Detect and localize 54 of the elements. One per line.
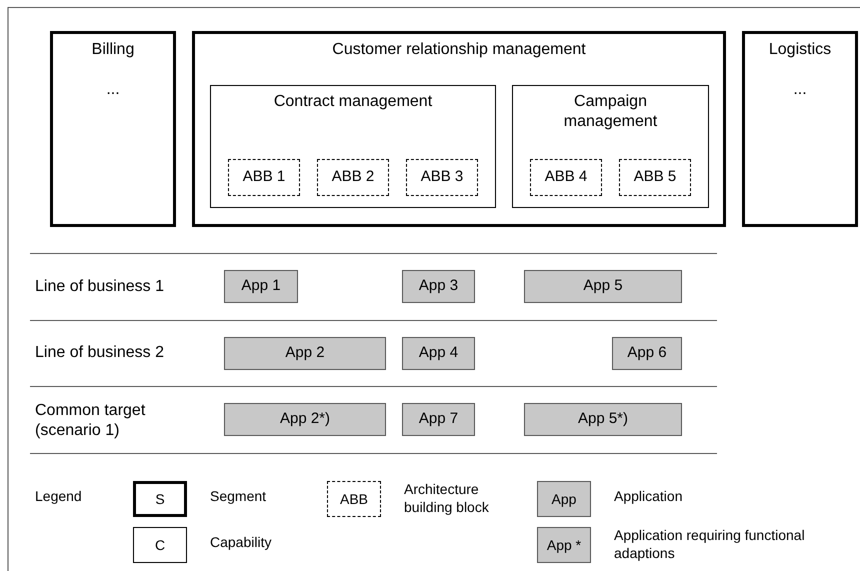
application-box xyxy=(402,337,475,370)
application-box xyxy=(612,337,682,370)
building-block-box xyxy=(317,159,389,196)
capability-title: Campaign management xyxy=(562,92,658,132)
building-block-label: ABB 5 xyxy=(632,168,678,187)
application-box xyxy=(224,270,298,303)
application-box xyxy=(524,403,682,436)
application-label: App 3 xyxy=(418,277,460,296)
application-label: App 6 xyxy=(626,344,668,363)
application-box xyxy=(402,403,475,436)
row-label: Line of business 2 xyxy=(35,343,165,363)
segment-title: Logistics xyxy=(768,40,832,60)
application-box xyxy=(224,403,386,436)
building-block-box xyxy=(228,159,300,196)
building-block-box xyxy=(619,159,691,196)
building-block-label: ABB 4 xyxy=(544,168,588,187)
legend-text: Architecture building block xyxy=(404,481,490,516)
building-block-box xyxy=(530,159,602,196)
legend-sample: ABB xyxy=(327,481,381,517)
application-label: App 2*) xyxy=(278,410,332,429)
building-block-label: ABB 2 xyxy=(330,168,376,187)
legend-text: Application requiring functional adaptions xyxy=(614,527,806,562)
application-box xyxy=(402,270,475,303)
segment-title: Customer relationship management xyxy=(331,40,587,60)
legend-title: Legend xyxy=(35,488,83,506)
application-box xyxy=(524,270,682,303)
legend-text: Segment xyxy=(210,488,268,506)
capability-title: Contract management xyxy=(272,92,434,112)
building-block-label: ABB 1 xyxy=(242,168,286,187)
ellipsis-text: ... xyxy=(792,80,808,100)
segment-title: Billing xyxy=(90,40,136,60)
application-label: App 2 xyxy=(284,344,326,363)
row-label: Common target (scenario 1) xyxy=(35,401,146,441)
legend-text: Application xyxy=(614,488,684,506)
application-box xyxy=(224,337,386,370)
building-block-label: ABB 3 xyxy=(420,168,464,187)
legend-sample: S xyxy=(133,481,187,517)
legend-text: Capability xyxy=(210,534,272,552)
application-label: App 1 xyxy=(240,277,282,296)
application-label: App 5 xyxy=(582,277,624,296)
legend-sample: App xyxy=(537,481,591,517)
application-label: App 5*) xyxy=(576,410,630,429)
segment-box xyxy=(742,31,858,227)
legend-sample: C xyxy=(133,527,187,563)
segment-box xyxy=(50,31,176,227)
legend-sample: App * xyxy=(537,527,591,563)
capability-box xyxy=(210,85,496,208)
capability-box xyxy=(512,85,709,208)
ellipsis-text: ... xyxy=(105,80,121,100)
application-label: App 4 xyxy=(418,344,460,363)
row-label: Line of business 1 xyxy=(35,277,165,297)
segment-box xyxy=(192,31,726,227)
building-block-box xyxy=(406,159,478,196)
application-label: App 7 xyxy=(418,410,460,429)
